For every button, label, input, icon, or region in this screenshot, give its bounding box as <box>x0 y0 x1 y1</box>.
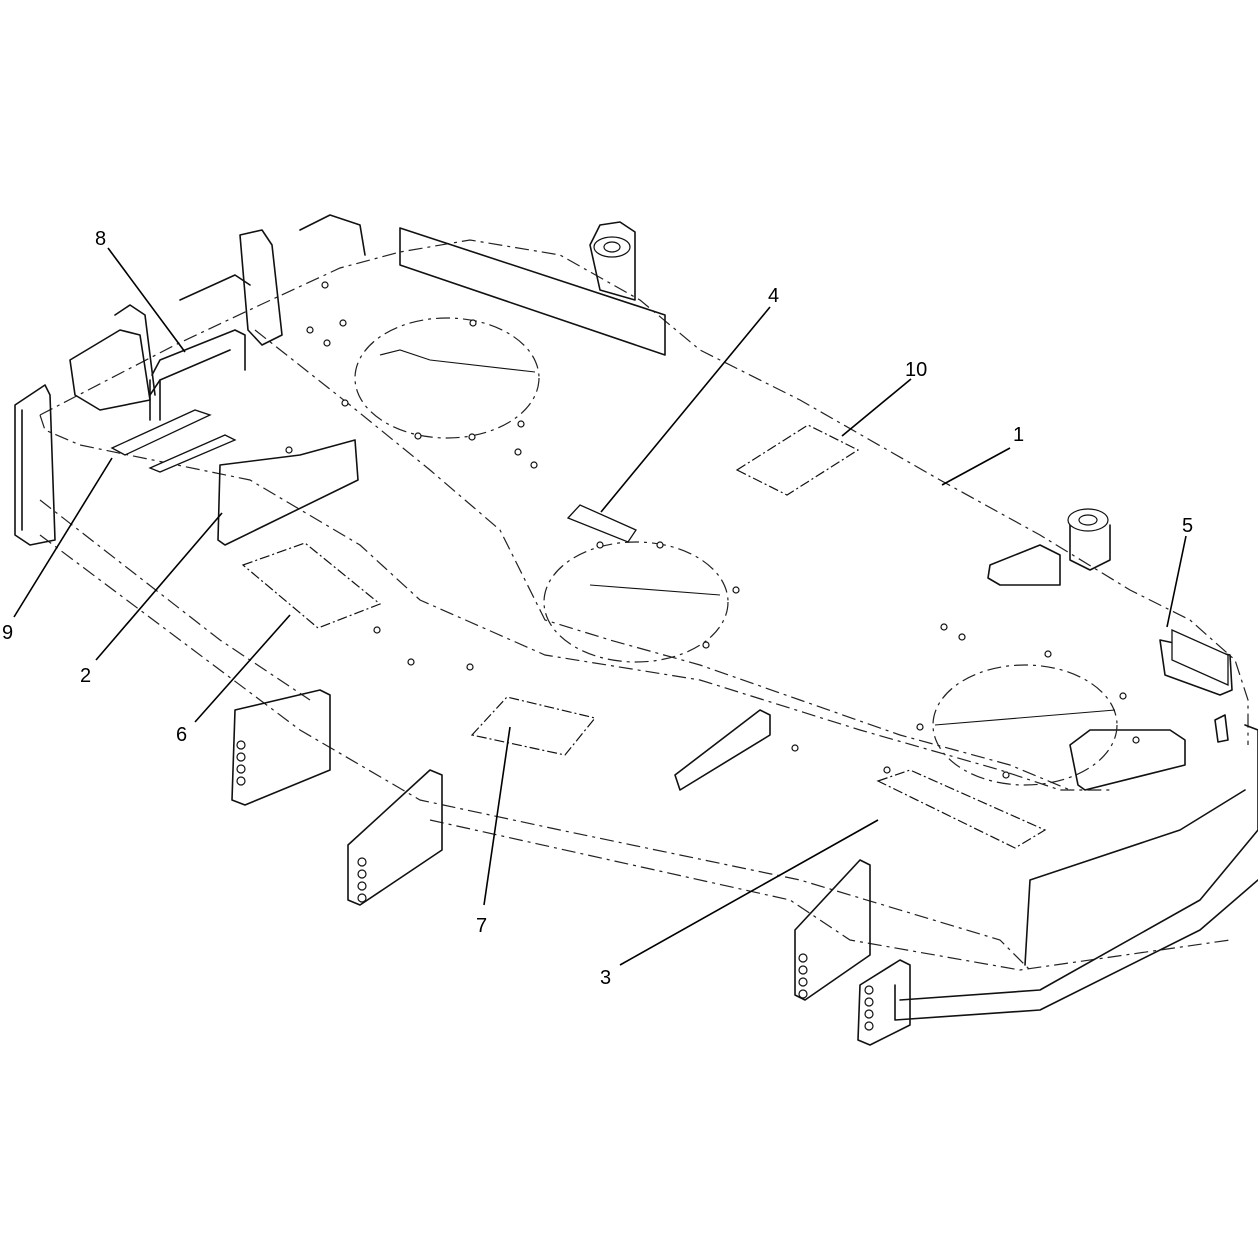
callout-1: 1 <box>1013 424 1024 446</box>
callout-2: 2 <box>80 665 91 687</box>
decal-item-5 <box>1171 628 1229 687</box>
deck-top-plate <box>39 239 1249 971</box>
front-bracket-1 <box>231 689 331 806</box>
callout-7: 7 <box>476 915 487 937</box>
leader-lines <box>13 247 1187 966</box>
mounting-holes <box>285 281 1140 779</box>
leader-2 <box>95 512 223 661</box>
decal-item-4 <box>566 504 637 543</box>
callout-8: 8 <box>95 228 106 250</box>
right-discharge-wall <box>894 724 1258 1021</box>
leader-8 <box>107 247 186 353</box>
leader-6 <box>194 614 291 723</box>
blade-openings <box>354 317 1118 786</box>
decal-item-9 <box>110 409 237 473</box>
leader-5 <box>1166 535 1187 628</box>
right-spindle-housing <box>987 508 1233 743</box>
rear-baffle <box>399 221 666 356</box>
leader-7 <box>483 726 511 906</box>
callout-9: 9 <box>2 622 13 644</box>
left-side-wall <box>14 214 366 546</box>
front-bracket-2 <box>347 769 443 906</box>
decal-item-10 <box>735 424 860 496</box>
front-bracket-3 <box>794 859 871 1001</box>
front-bracket-4 <box>857 959 911 1046</box>
leader-3 <box>619 819 879 966</box>
callout-labels: 1 2 3 4 5 6 7 8 9 10 <box>2 228 1193 989</box>
callout-3: 3 <box>600 967 611 989</box>
callout-6: 6 <box>176 724 187 746</box>
leader-10 <box>841 378 912 437</box>
callout-10: 10 <box>905 359 927 381</box>
decal-item-7 <box>470 696 597 756</box>
leader-4 <box>600 306 771 513</box>
decal-item-3 <box>876 769 1047 849</box>
deck-gussets <box>217 439 1186 791</box>
leader-9 <box>13 457 113 618</box>
callout-5: 5 <box>1182 515 1193 537</box>
decal-item-6 <box>241 542 382 629</box>
callout-4: 4 <box>768 285 779 307</box>
leader-1 <box>941 447 1011 486</box>
